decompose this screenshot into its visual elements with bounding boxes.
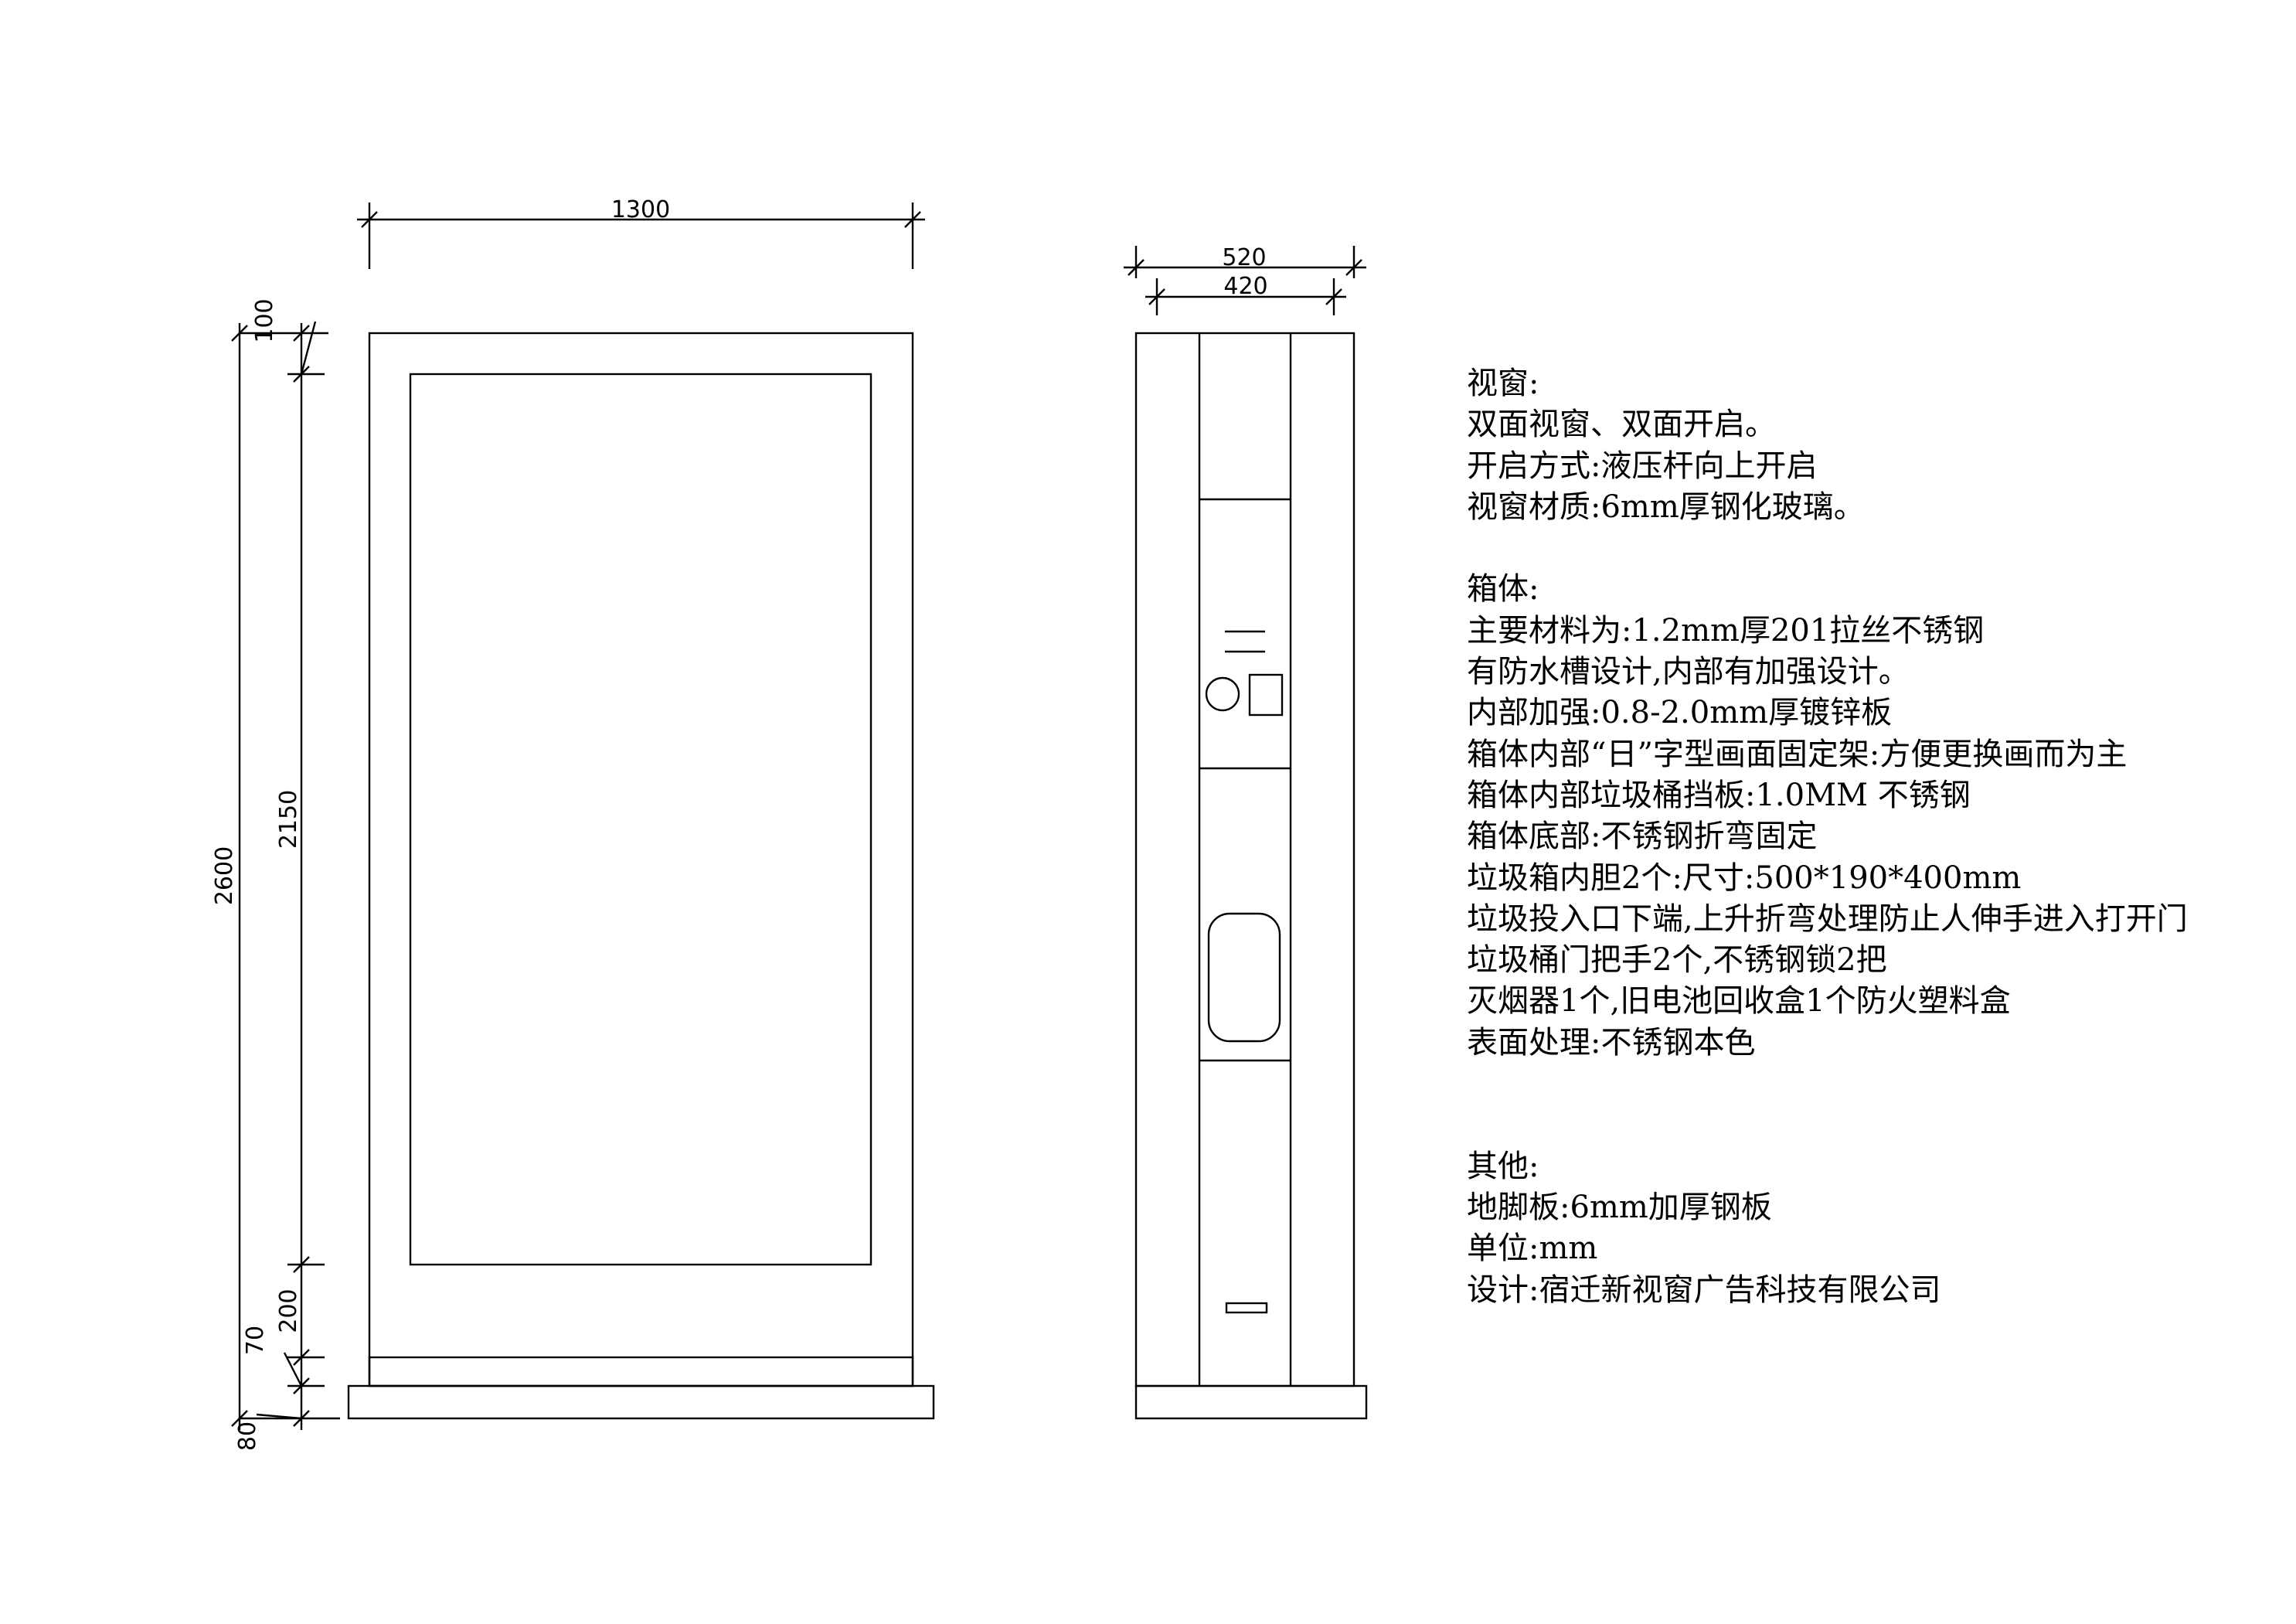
door-handle [1225,1302,1268,1314]
dim-label-80: 80 [234,1421,261,1451]
front-view [347,332,935,1420]
front-base-plate [347,1384,935,1420]
dim-label-70: 70 [242,1326,269,1355]
dim-front-heights: 2600 100 2150 200 70 80 [211,298,340,1451]
notes-heading-box: 箱体: [1467,571,1539,608]
notes-line: 内部加强:0.8-2.0mm厚镀锌板 [1467,695,1893,731]
battery-box-icon [1248,673,1284,717]
front-plinth [368,1356,914,1387]
dim-label-200: 200 [275,1289,302,1333]
notes-line: 箱体底部:不锈钢折弯固定 [1467,819,1818,855]
front-outer-frame [368,332,914,1387]
spec-notes: 视窗: 双面视窗、双面开启。 开启方式:液压杆向上开启 视窗材质:6mm厚钢化玻… [1467,363,2286,1311]
notes-line: 单位:mm [1467,1231,1598,1267]
notes-line: 垃圾桶门把手2个,不锈钢锁2把 [1467,942,1887,979]
notes-line: 垃圾箱内胆2个:尺寸:500*190*400mm [1467,860,2022,896]
side-outer-body [1134,332,1355,1387]
notes-line: 地脚板:6mm加厚钢板 [1467,1189,1772,1225]
dim-label-1300: 1300 [611,196,670,223]
notes-line: 箱体内部垃圾桶挡板:1.0MM 不锈钢 [1467,777,1971,813]
dim-label-2150: 2150 [275,790,302,849]
notes-heading-window: 视窗: [1467,366,1539,401]
notes-line: 垃圾投入口下端,上升折弯处理防止人伸手进入打开门 [1467,901,2188,937]
notes-line: 视窗材质:6mm厚钢化玻璃。 [1467,489,1865,525]
dim-label-420: 420 [1223,273,1267,300]
dim-label-2600: 2600 [211,846,238,905]
side-base-plate [1134,1384,1368,1420]
dim-front-width: 1300 [357,196,925,269]
side-view [1134,332,1368,1420]
trash-inlet-opening [1207,912,1281,1043]
notes-line: 灭烟器1个,旧电池回收盒1个防火塑料盒 [1467,983,2011,1020]
extinguisher-icon [1205,676,1240,712]
dim-label-520: 520 [1222,244,1266,271]
notes-line: 双面视窗、双面开启。 [1467,407,1776,443]
dim-side-widths: 520 420 [1124,244,1366,315]
notes-line: 设计:宿迁新视窗广告科技有限公司 [1467,1272,1941,1308]
notes-heading-other: 其他: [1467,1148,1539,1184]
notes-line: 箱体内部“日”字型画面固定架:方便更换画而为主 [1467,736,2128,772]
notes-line: 有防水槽设计,内部有加强设计。 [1467,654,1910,690]
dim-label-100: 100 [251,298,278,342]
notes-line: 开启方式:液压杆向上开启 [1467,448,1818,484]
notes-line: 表面处理:不锈钢本色 [1467,1024,1756,1061]
front-window-panel [409,373,872,1266]
notes-line: 主要材料为:1.2mm厚201拉丝不锈钢 [1467,612,1985,649]
